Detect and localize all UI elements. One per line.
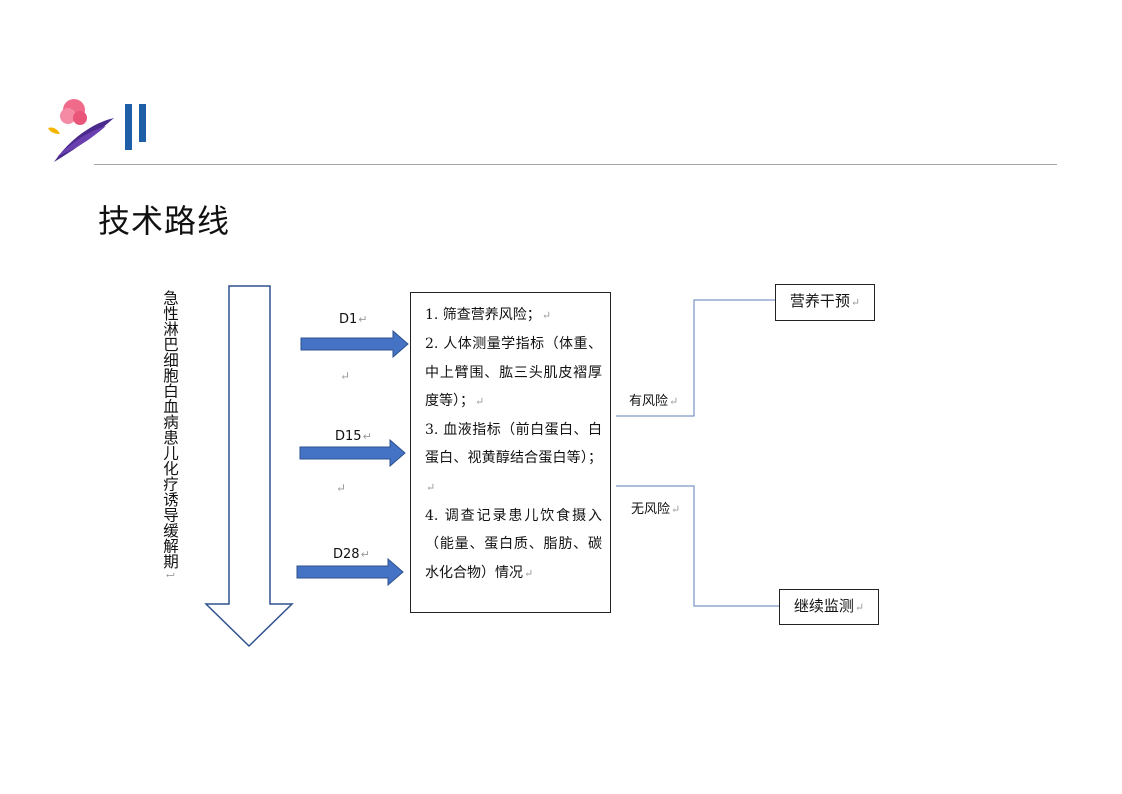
assessment-item: 2. 人体测量学指标（体重、中上臂围、肱三头肌皮褶厚度等）；↵ <box>425 336 602 409</box>
paragraph-mark: ↵ <box>340 369 351 383</box>
time-point-label-d28: D28↵ <box>333 547 370 562</box>
connector-no-risk <box>616 485 779 607</box>
flower-and-pi-logo-icon <box>48 99 146 162</box>
assessment-item: 4. 调查记录患儿饮食摄入（能量、蛋白质、脂肪、碳水化合物）情况↵ <box>425 508 602 581</box>
assessment-item: 3. 血液指标（前白蛋白、白蛋白、视黄醇结合蛋白等）；↵ <box>425 422 602 494</box>
branch-label-no-risk: 无风险↵ <box>631 502 681 517</box>
time-point-label-d15: D15↵ <box>335 429 372 444</box>
connector-risk <box>616 299 775 417</box>
time-arrow-d1 <box>300 329 409 359</box>
assessment-item: 1. 筛查营养风险；↵ <box>425 307 552 323</box>
timeline-label: 急性淋巴细胞白血病患儿化疗诱导缓解期↩ <box>161 290 179 582</box>
branch-label-risk: 有风险↵ <box>629 394 679 409</box>
assessment-box: 1. 筛查营养风险；↵ 2. 人体测量学指标（体重、中上臂围、肱三头肌皮褶厚度等… <box>410 292 611 613</box>
time-point-label-d1: D1↵ <box>339 312 368 327</box>
outcome-box-nutrition-intervention: 营养干预↵ <box>775 284 875 321</box>
outcome-box-continue-monitoring: 继续监测↵ <box>779 589 879 625</box>
timeline-down-arrow <box>204 285 294 648</box>
logo <box>44 96 159 168</box>
time-arrow-d28 <box>296 557 404 587</box>
page-title: 技术路线 <box>98 202 231 240</box>
header-divider <box>94 164 1057 165</box>
paragraph-mark: ↵ <box>336 481 347 495</box>
time-arrow-d15 <box>299 438 406 468</box>
